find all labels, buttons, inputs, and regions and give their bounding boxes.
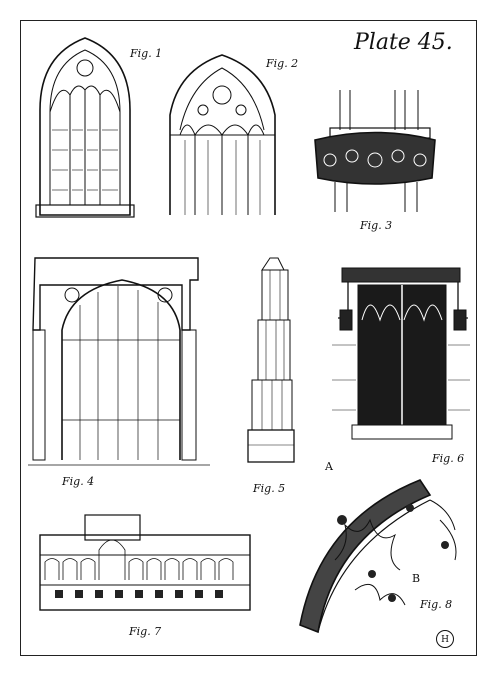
fig6-hooded-window-drawing: [332, 267, 470, 440]
fig8-callout-b: B: [412, 572, 421, 585]
fig3-label: Fig. 3: [360, 219, 393, 232]
fig6-label: Fig. 6: [432, 452, 465, 465]
fig8-label: Fig. 8: [420, 598, 453, 611]
plate-title: Plate 45.: [354, 30, 453, 55]
fig7-panelled-parapet-drawing: [39, 514, 251, 611]
fig4-doorway-drawing: [28, 257, 210, 466]
artist-monogram: H: [436, 630, 454, 648]
fig5-pinnacle-drawing: [247, 257, 295, 463]
fig7-label: Fig. 7: [129, 625, 162, 638]
fig4-label: Fig. 4: [62, 475, 95, 488]
fig3-carved-capital-drawing: [314, 90, 436, 212]
fig2-label: Fig. 2: [266, 57, 299, 70]
fig5-label: Fig. 5: [253, 482, 286, 495]
fig2-tracery-arch-drawing: [169, 54, 276, 215]
plate-frame: [20, 20, 477, 656]
fig8-cusped-ornament-drawing: [299, 479, 457, 634]
fig1-label: Fig. 1: [130, 47, 163, 60]
fig8-callout-a: A: [325, 460, 333, 473]
fig1-pointed-window-drawing: [35, 37, 135, 218]
